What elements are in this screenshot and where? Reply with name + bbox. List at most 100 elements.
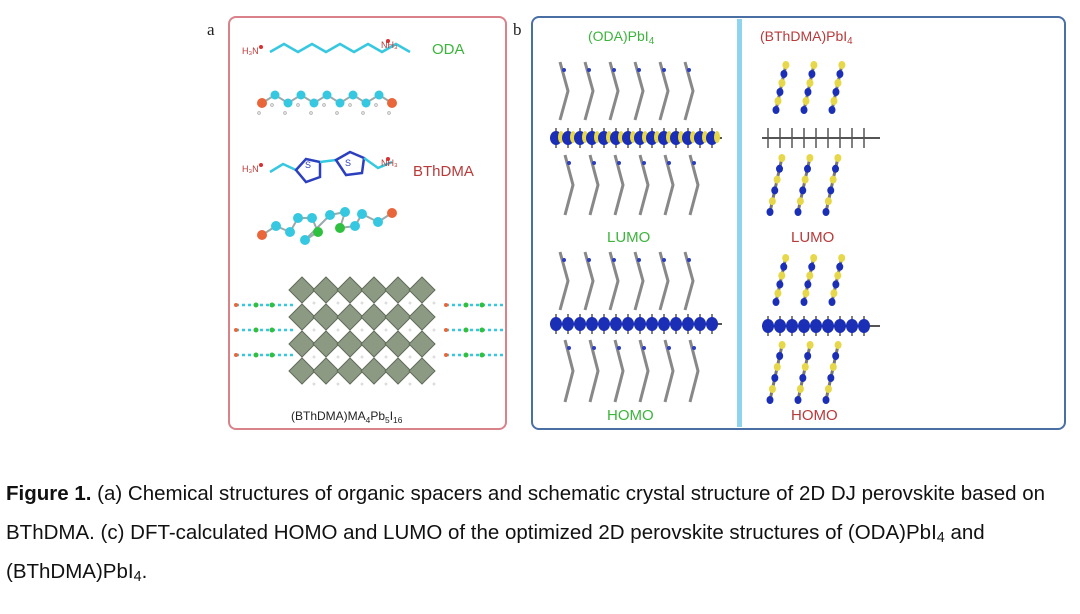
orbital-lobe xyxy=(798,319,810,333)
spacer-orbital xyxy=(824,385,832,393)
spacer-sulfur xyxy=(479,302,485,308)
oda-nh3-label: NH₃ xyxy=(381,40,398,50)
oda-h3n-label: H₃N xyxy=(242,46,259,56)
caption-text-1: (a) Chemical structures of organic space… xyxy=(6,482,1046,544)
orbital-lobe xyxy=(786,319,798,333)
bthdma-atom xyxy=(340,207,350,217)
organic-chain xyxy=(638,339,650,403)
octahedron xyxy=(336,357,364,385)
thiophene-s-right: S xyxy=(345,158,352,168)
spacer-orbital xyxy=(836,70,844,78)
oda-atom xyxy=(348,90,358,100)
organic-chain xyxy=(688,154,700,216)
organic-chain xyxy=(583,251,595,311)
chain-nitrogen xyxy=(592,346,596,350)
orbital-lobe xyxy=(834,319,846,333)
spacer-nitrogen xyxy=(234,303,238,307)
bthdma-atom xyxy=(357,209,367,219)
oda-pbi4-title: (ODA)PbI4 xyxy=(588,28,655,47)
bthdma-atom xyxy=(285,227,295,237)
oda-atom xyxy=(322,90,332,100)
spacer-orbital xyxy=(773,363,781,371)
bthdma-nh3-label: NH₃ xyxy=(381,158,398,168)
octahedron xyxy=(288,330,316,358)
orbital-lobe xyxy=(670,317,682,331)
spacer-orbital xyxy=(778,79,786,87)
octahedron xyxy=(408,357,436,385)
chain-nitrogen xyxy=(637,68,641,72)
octahedron xyxy=(408,303,436,331)
octahedron xyxy=(336,330,364,358)
organic-chain xyxy=(683,61,695,121)
orbital-lobe xyxy=(610,317,622,331)
ma-cation xyxy=(432,382,436,386)
oda-hydrogen xyxy=(335,111,339,115)
spacer-orbital xyxy=(810,254,818,262)
chain-nitrogen xyxy=(562,258,566,262)
spacer-sulfur xyxy=(479,327,485,333)
octahedron xyxy=(312,303,340,331)
spacer-orbital xyxy=(827,374,835,382)
oda-hydrogen xyxy=(322,103,326,107)
spacer-orbital xyxy=(806,341,814,349)
perovskite-octahedra xyxy=(288,276,436,386)
panel-a-frame xyxy=(228,16,507,430)
orbital-renderings xyxy=(550,61,880,404)
spacer-nitrogen xyxy=(444,328,448,332)
thiophene-s-left: S xyxy=(305,160,312,170)
bthdma-atom xyxy=(373,217,383,227)
spacer-orbital xyxy=(768,385,776,393)
oda-atom xyxy=(257,98,267,108)
oda-atom xyxy=(335,98,345,108)
spacer-sulfur xyxy=(253,327,259,333)
compound-label: (BThDMA)MA4Pb5I16 xyxy=(291,409,403,425)
ma-cation xyxy=(408,382,412,386)
ma-cation xyxy=(312,355,316,359)
figure-graphic xyxy=(228,16,1066,430)
bthdma-n-plus-left xyxy=(259,163,263,167)
spacer-orbital xyxy=(832,164,840,173)
organic-chain xyxy=(608,61,620,121)
bthdma-atom xyxy=(325,210,335,220)
panel-b-frame xyxy=(531,16,1066,430)
spacer-sulfur xyxy=(463,302,469,308)
spacer-orbital xyxy=(802,97,810,105)
bthdma-pbi4-title: (BThDMA)PbI4 xyxy=(760,28,853,47)
bthdma-label: BThDMA xyxy=(413,163,474,180)
spacer-orbital xyxy=(778,154,786,162)
octahedron xyxy=(288,357,316,385)
spacer-orbital xyxy=(822,396,830,404)
organic-chain xyxy=(588,339,600,403)
spacer-orbital xyxy=(810,61,818,69)
organic-chain xyxy=(558,61,570,121)
organic-chain xyxy=(583,61,595,121)
spacer-orbital xyxy=(830,289,838,298)
organic-chain xyxy=(558,251,570,311)
spacer-orbital xyxy=(808,70,816,78)
spacer-orbital xyxy=(828,106,836,114)
spacer-orbital xyxy=(774,289,782,298)
spacer-orbital xyxy=(832,280,840,289)
orbital-lobe xyxy=(634,317,646,331)
spacer-orbital xyxy=(782,254,790,262)
oda-hydrogen xyxy=(257,111,261,115)
chain-nitrogen xyxy=(667,161,671,165)
chain-nitrogen xyxy=(662,258,666,262)
orbital-lobe xyxy=(706,317,718,331)
organic-chain xyxy=(658,61,670,121)
spacer-orbital xyxy=(766,396,774,404)
oda-atom xyxy=(296,90,306,100)
panel-b-letter: b xyxy=(513,20,522,39)
bthdma-atom xyxy=(350,221,360,231)
spacer-orbital xyxy=(799,374,807,382)
spacer-molecule-rows xyxy=(234,302,503,358)
orbital-lobe xyxy=(622,317,634,331)
spacer-orbital xyxy=(804,88,812,96)
spacer-orbital xyxy=(834,79,842,87)
spacer-sulfur xyxy=(253,352,259,358)
chain-nitrogen xyxy=(567,346,571,350)
octahedron xyxy=(360,357,388,385)
spacer-orbital xyxy=(773,175,781,184)
oda-skeletal-chain xyxy=(269,42,411,54)
spacer-orbital xyxy=(834,271,842,280)
